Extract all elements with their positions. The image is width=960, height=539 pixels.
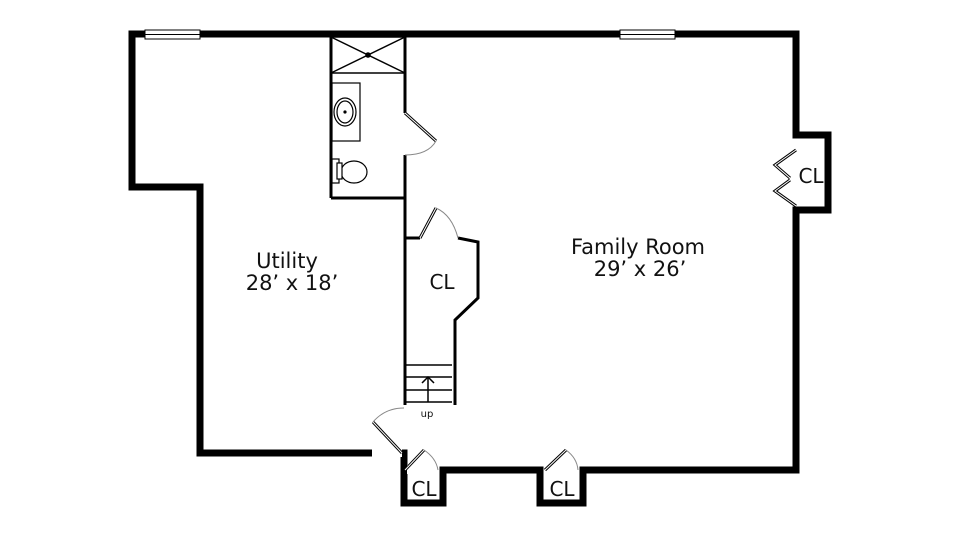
- family-room-name: Family Room: [571, 235, 705, 259]
- closet-label-bottom-right: CL: [549, 477, 575, 501]
- bathroom-door: [403, 111, 438, 156]
- center-closet-door: [418, 207, 459, 239]
- closet-label-right: CL: [798, 164, 824, 188]
- center-closet: [405, 236, 480, 405]
- stairs: [405, 364, 452, 403]
- stair-door: [371, 407, 405, 455]
- window: [144, 29, 201, 40]
- closet-door-bottom-right: [543, 448, 579, 472]
- closet-label-center: CL: [429, 270, 455, 294]
- closet-door-bottom-left: [403, 448, 439, 472]
- closet-door-right: [772, 148, 797, 208]
- family-room-dims: 29’ x 26’: [594, 257, 687, 281]
- utility-room-name: Utility: [256, 249, 318, 273]
- window: [619, 29, 676, 40]
- stairs-up-label: up: [421, 409, 434, 420]
- exterior-wall: [128, 30, 832, 507]
- sink-icon: [331, 82, 361, 142]
- shower: [330, 36, 406, 74]
- toilet-icon: [331, 158, 368, 184]
- closet-label-bottom-left: CL: [411, 477, 437, 501]
- bathroom: [329, 34, 407, 405]
- utility-room-dims: 28’ x 18’: [246, 271, 339, 295]
